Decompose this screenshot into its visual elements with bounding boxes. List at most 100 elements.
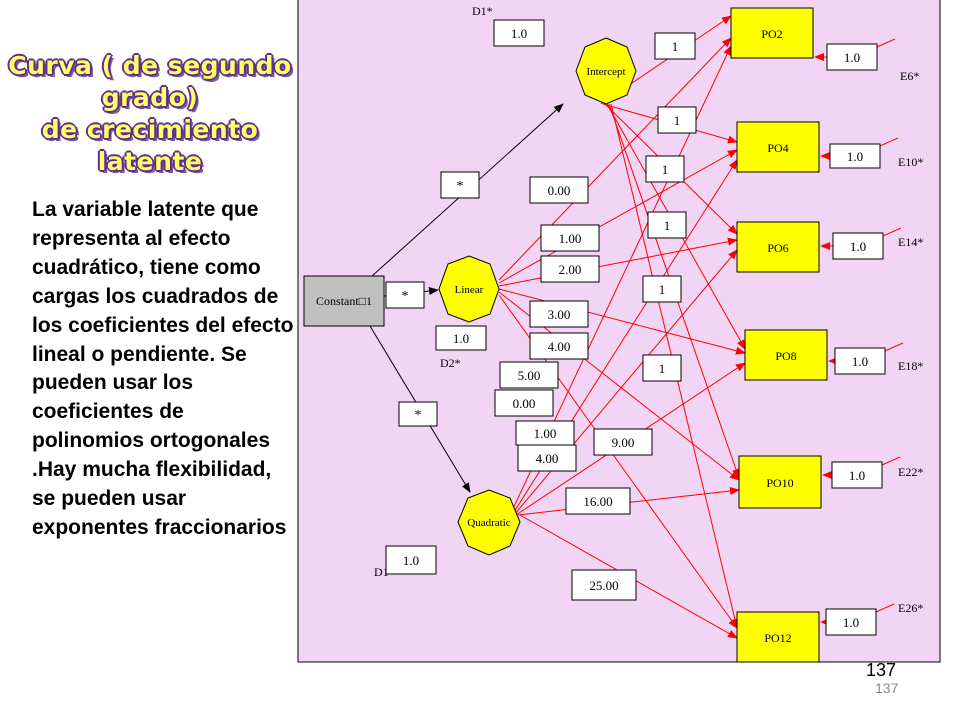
intercept-loading-4: 1 — [664, 218, 671, 233]
error-label-2: E10* — [898, 155, 923, 169]
linear-loading-4: 3.00 — [548, 307, 571, 322]
linear-path-4 — [498, 288, 746, 355]
error-variance-4: 1.0 — [852, 354, 868, 369]
observed-node-5 — [738, 455, 822, 509]
error-variance-2: 1.0 — [847, 149, 863, 164]
linear-loading-5: 4.00 — [548, 339, 571, 354]
linear-loading-6: 5.00 — [518, 368, 541, 383]
linear-loading-2: 1.00 — [559, 231, 582, 246]
intercept-variance-box — [493, 19, 545, 47]
intercept-loading-5: 1 — [659, 282, 666, 297]
intercept-loading-4-box — [647, 211, 687, 239]
constant-path-label-3: * — [415, 408, 422, 423]
error-variance-box-1 — [826, 43, 878, 71]
quadratic-loading-5-box — [565, 487, 631, 515]
constant-path-label-2: * — [402, 289, 409, 304]
constant-node — [303, 275, 385, 327]
linear-loading-1-box — [529, 176, 589, 204]
constant-label: Constant□1 — [316, 294, 372, 308]
quadratic-label: Quadratic — [467, 517, 510, 529]
error-label-6: E26* — [898, 601, 923, 615]
linear-loading-4-box — [529, 300, 589, 328]
linear-loading-1: 0.00 — [548, 183, 571, 198]
linear-label: Linear — [455, 284, 484, 296]
linear-path-3 — [498, 237, 738, 287]
error-tick-4 — [884, 342, 904, 352]
constant-path-label-1: * — [457, 179, 464, 194]
quadratic-loading-3-box — [517, 444, 577, 472]
description-text: La variable latente que representa al ef… — [32, 198, 294, 539]
constant-path-box-3 — [398, 401, 438, 427]
intercept-loading-3: 1 — [662, 162, 669, 177]
observed-label-6: PO12 — [764, 631, 791, 645]
linear-node — [438, 255, 500, 323]
error-variance-box-3 — [832, 232, 884, 260]
error-variance-box-2 — [829, 143, 881, 169]
constant-path-box-2 — [385, 281, 425, 309]
intercept-variance: 1.0 — [511, 26, 527, 41]
page-number: 137 — [866, 660, 897, 680]
error-tick-5 — [881, 456, 901, 466]
linear-path-1 — [498, 37, 732, 281]
observed-node-4 — [744, 329, 828, 381]
title-line-2: de crecimiento latente — [41, 115, 259, 176]
error-tick-1 — [876, 38, 896, 48]
observed-node-3 — [736, 221, 820, 273]
quadratic-loading-5: 16.00 — [583, 494, 612, 509]
observed-label-2: PO4 — [767, 141, 788, 155]
quadratic-loading-2-box — [515, 420, 575, 446]
d1-label: D1* — [472, 4, 493, 18]
observed-label-5: PO10 — [766, 476, 793, 490]
error-label-5: E22* — [898, 465, 923, 479]
quadratic-loading-3: 4.00 — [536, 451, 559, 466]
intercept-node — [575, 37, 637, 105]
d3-label: D1 — [374, 565, 389, 579]
quadratic-loading-6: 25.00 — [589, 578, 618, 593]
observed-node-2 — [736, 121, 820, 173]
linear-loading-3: 2.00 — [559, 262, 582, 277]
intercept-loading-6-box — [642, 354, 682, 382]
error-variance-1: 1.0 — [844, 50, 860, 65]
observed-label-1: PO2 — [761, 27, 782, 41]
error-label-1: E6* — [900, 69, 919, 83]
intercept-loading-5-box — [642, 275, 682, 303]
error-label-3: E14* — [898, 235, 923, 249]
quadratic-loading-2: 1.00 — [534, 426, 557, 441]
linear-path-2 — [498, 149, 738, 284]
intercept-loading-2-box — [657, 106, 697, 134]
linear-variance: 1.0 — [453, 331, 469, 346]
observed-label-4: PO8 — [775, 349, 796, 363]
error-label-4: E18* — [898, 359, 923, 373]
quadratic-loading-4-box — [593, 428, 653, 456]
error-tick-3 — [882, 227, 902, 237]
quadratic-loading-4: 9.00 — [612, 435, 635, 450]
quadratic-variance: 1.0 — [403, 553, 419, 568]
quadratic-loading-6-box — [571, 569, 637, 601]
intercept-loading-1-box — [654, 32, 696, 60]
observed-node-1 — [730, 7, 814, 59]
slide-title: Curva ( de segundo grado) de crecimiento… — [0, 50, 300, 178]
observed-label-3: PO6 — [767, 241, 788, 255]
linear-loading-6-box — [499, 361, 559, 389]
error-variance-6: 1.0 — [843, 615, 859, 630]
quadratic-loading-1: 0.00 — [513, 396, 536, 411]
intercept-loading-1: 1 — [672, 39, 679, 54]
constant-path-box-1 — [440, 171, 480, 199]
page-number-watermark: 137 — [875, 680, 899, 696]
d2-label: D2* — [440, 356, 461, 370]
title-line-1: Curva ( de segundo grado) — [8, 51, 292, 112]
quadratic-loading-1-box — [494, 389, 554, 417]
intercept-loading-6: 1 — [659, 361, 666, 376]
intercept-label: Intercept — [586, 66, 625, 78]
observed-node-6 — [736, 611, 820, 663]
error-tick-6 — [875, 603, 895, 613]
loading-labels: 1111110.001.002.003.004.005.000.001.004.… — [494, 32, 697, 601]
error-tick-2 — [879, 137, 899, 147]
linear-loading-2-box — [540, 224, 600, 252]
error-variance-3: 1.0 — [850, 239, 866, 254]
error-variance-box-5 — [831, 461, 883, 489]
quadratic-node — [457, 489, 521, 556]
error-variance-5: 1.0 — [849, 468, 865, 483]
